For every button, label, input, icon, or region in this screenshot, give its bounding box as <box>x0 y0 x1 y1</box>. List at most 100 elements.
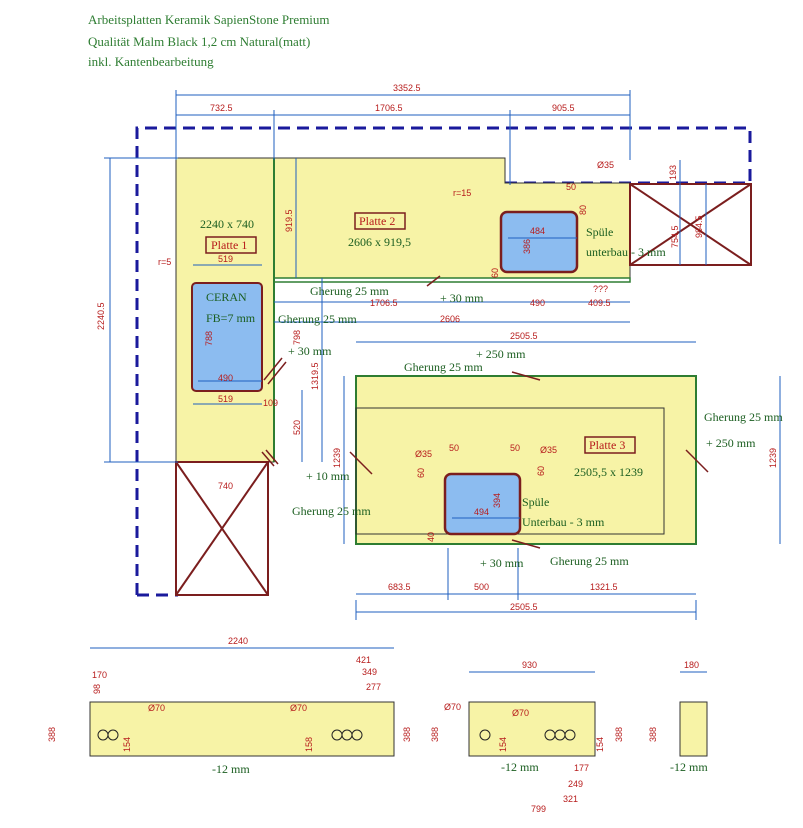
header-quality: Qualität Malm Black 1,2 cm Natural(matt) <box>88 34 311 49</box>
dim-p3-left-h: 1239 <box>332 448 342 468</box>
dim-total-top: 3352.5 <box>393 83 421 93</box>
e2-d70a: Ø70 <box>444 702 461 712</box>
plus30-left: + 30 mm <box>288 344 332 358</box>
dim-right-754: 754.5 <box>670 225 680 248</box>
plate-3-label: Platte 3 <box>589 438 625 452</box>
plus250-right: + 250 mm <box>706 436 756 450</box>
dim-p2-1706: 1706.5 <box>370 298 398 308</box>
e1-minus12: -12 mm <box>212 762 250 776</box>
unterbau-label-p2: unterbau - 3 mm <box>586 245 666 259</box>
dim-p2-sink-h: 386 <box>522 239 532 254</box>
dim-p2-490: 490 <box>530 298 545 308</box>
d35-p3-left: Ø35 <box>415 449 432 459</box>
e1-d70a: Ø70 <box>148 703 165 713</box>
plate-2-size: 2606 x 919,5 <box>348 235 411 249</box>
dim-top-b: 1706.5 <box>375 103 403 113</box>
dim-p3-40: 40 <box>426 532 436 542</box>
dim-p3-683: 683.5 <box>388 582 411 592</box>
e1-98: 98 <box>92 684 102 694</box>
dimension-labels: 3352.5 732.5 1706.5 905.5 2240.5 919.5 1… <box>96 83 778 612</box>
d35-p3-right: Ø35 <box>540 445 557 455</box>
dim-p1-cut-w2: 519 <box>218 394 233 404</box>
cut-marks <box>261 275 709 549</box>
dim-p3-60a: 60 <box>416 468 426 478</box>
e2-154a: 154 <box>498 737 508 752</box>
dim-p3-sink-w: 494 <box>474 507 489 517</box>
gherung-p1-label: Gherung 25 mm <box>278 312 357 326</box>
plate-1-size: 2240 x 740 <box>200 217 254 231</box>
gherung-top-label: Gherung 25 mm <box>310 284 389 298</box>
plate-1-label: Platte 1 <box>211 238 247 252</box>
dim-left-1319: 1319.5 <box>310 362 320 390</box>
dim-p1-bottom: 740 <box>218 481 233 491</box>
dim-p2-2606: 2606 <box>440 314 460 324</box>
e3-minus12: -12 mm <box>670 760 708 774</box>
fb-label: FB=7 mm <box>206 311 256 325</box>
ceran-label: CERAN <box>206 290 247 304</box>
unterbau-label-p3: Unterbau - 3 mm <box>522 515 605 529</box>
dim-p2-50: 50 <box>566 182 576 192</box>
dim-p3-60b: 60 <box>536 466 546 476</box>
dim-p3-bottom: 2505.5 <box>510 602 538 612</box>
dim-p3-sink-h: 394 <box>492 493 502 508</box>
plate-2-inner-line <box>273 277 631 283</box>
plate-2-sink <box>499 210 579 274</box>
dim-left-total: 2240.5 <box>96 302 106 330</box>
dim-p1-sink-w: 490 <box>218 373 233 383</box>
dim-p1-cut-w: 519 <box>218 254 233 264</box>
e2-154b: 154 <box>595 737 605 752</box>
e1-154a: 154 <box>122 737 132 752</box>
plus30-bottom: + 30 mm <box>480 556 524 570</box>
gherung-p3-top-label: Gherung 25 mm <box>404 360 483 374</box>
plate-3-inner <box>355 407 665 535</box>
dim-p1-gap: 109 <box>263 398 278 408</box>
dimension-lines <box>104 90 781 620</box>
dim-left-520: 520 <box>292 420 302 435</box>
e3-h: 388 <box>648 727 658 742</box>
e2-177: 177 <box>574 763 589 773</box>
e1-277: 277 <box>366 682 381 692</box>
dim-p3-50b: 50 <box>510 443 520 453</box>
header-edges: inkl. Kantenbearbeitung <box>88 54 214 69</box>
d35-p2: Ø35 <box>597 160 614 170</box>
e2-321: 321 <box>563 794 578 804</box>
plate-3-sink <box>443 472 522 536</box>
plus30-top: + 30 mm <box>440 291 484 305</box>
cabinet-right <box>629 183 752 266</box>
plate-labels: 2240 x 740 Platte 1 Platte 2 2606 x 919,… <box>200 212 643 479</box>
plate-2-label: Platte 2 <box>359 214 395 228</box>
annotations: CERAN FB=7 mm Spüle unterbau - 3 mm Spül… <box>158 160 783 570</box>
qqq-label: ??? <box>593 284 608 294</box>
dim-p3-top: 2505.5 <box>510 331 538 341</box>
e2-d70b: Ø70 <box>512 708 529 718</box>
plus250-top: + 250 mm <box>476 347 526 361</box>
e2-minus12: -12 mm <box>501 760 539 774</box>
e1-width: 2240 <box>228 636 248 646</box>
dim-p2-409: 409.5 <box>588 298 611 308</box>
dim-left-919: 919.5 <box>284 209 294 232</box>
e3-width: 180 <box>684 660 699 670</box>
dim-p3-right-h: 1239 <box>768 448 778 468</box>
plate-3-size: 2505,5 x 1239 <box>574 465 643 479</box>
dim-right-984: 984.5 <box>694 215 704 238</box>
e2-249: 249 <box>568 779 583 789</box>
header-title: Arbeitsplatten Keramik SapienStone Premi… <box>88 12 330 27</box>
dim-p1-sink-h: 788 <box>204 331 214 346</box>
plus10-left: + 10 mm <box>306 469 350 483</box>
cabinet-bottom-left <box>175 461 269 596</box>
e2-h: 388 <box>430 727 440 742</box>
gherung-p3-right-label: Gherung 25 mm <box>704 410 783 424</box>
spuele-label-p3: Spüle <box>522 495 549 509</box>
dim-top-c: 905.5 <box>552 103 575 113</box>
r15-label: r=15 <box>453 188 471 198</box>
e1-h: 388 <box>47 727 57 742</box>
e1-158: 158 <box>304 737 314 752</box>
e2-799: 799 <box>531 804 546 814</box>
e2-h2: 388 <box>614 727 624 742</box>
gherung-p3-left-label: Gherung 25 mm <box>292 504 371 518</box>
edge-profile-3: 180 388 -12 mm <box>648 660 708 774</box>
r5-label: r=5 <box>158 257 171 267</box>
spuele-label-p2: Spüle <box>586 225 613 239</box>
e1-349: 349 <box>362 667 377 677</box>
